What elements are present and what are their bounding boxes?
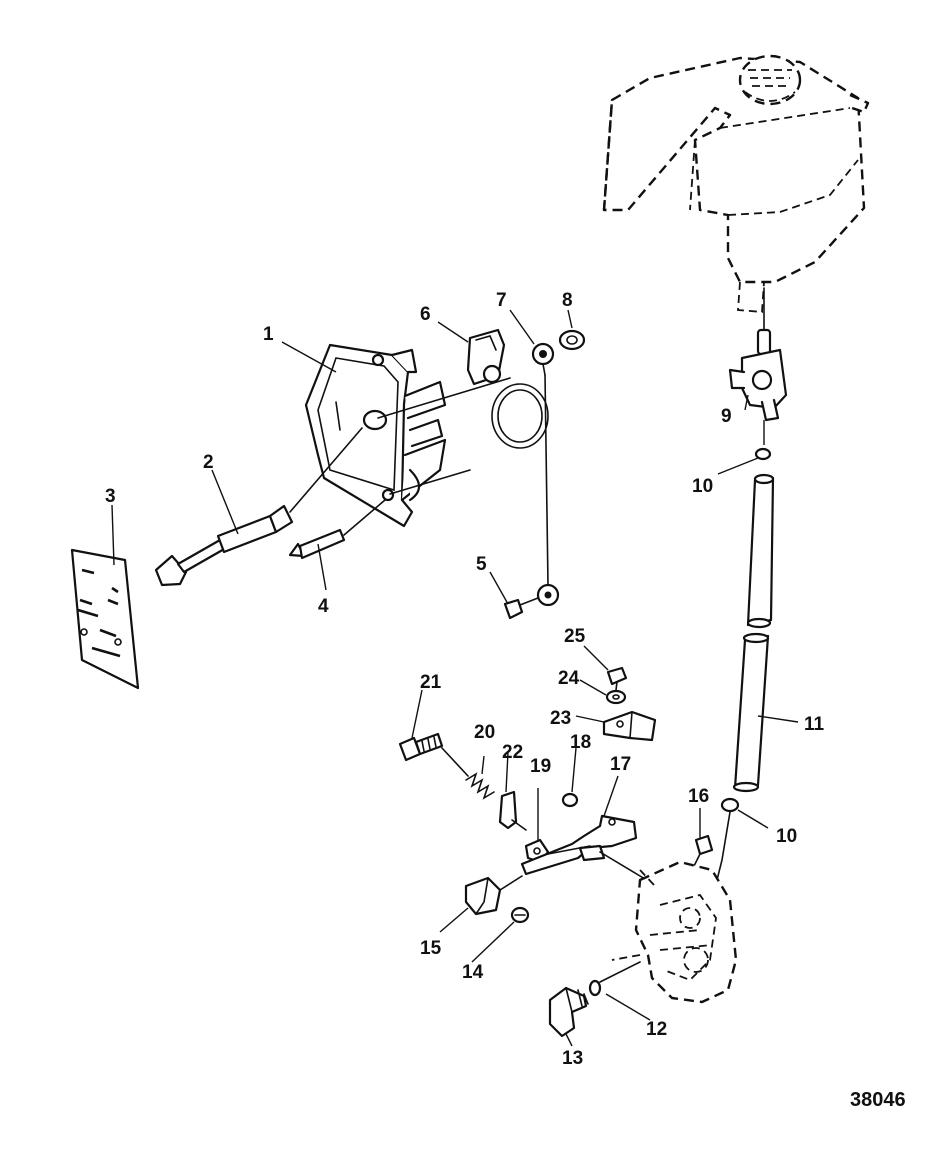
part-22-clip xyxy=(498,790,527,831)
callout-15: 15 xyxy=(420,938,442,959)
figure-number: 38046 xyxy=(850,1089,906,1111)
part-18-washer xyxy=(561,792,579,808)
part-24-washer xyxy=(605,689,627,705)
callout-25: 25 xyxy=(564,626,586,647)
callout-23: 23 xyxy=(550,708,571,729)
callout-4: 4 xyxy=(318,596,329,617)
part-11-fuel-hose xyxy=(732,632,770,793)
callout-13: 13 xyxy=(562,1048,583,1069)
part-23-bracket xyxy=(602,710,657,742)
callout-3: 3 xyxy=(105,486,116,507)
part-17-throttle-lever xyxy=(520,814,661,889)
part-15-knob xyxy=(464,875,523,916)
callout-1: 1 xyxy=(263,324,274,345)
part-20-spring xyxy=(441,747,495,800)
carburetor-assembly xyxy=(611,860,738,1004)
part-5-screw xyxy=(503,597,539,620)
part-16-plug xyxy=(691,834,714,871)
callout-24: 24 xyxy=(558,668,580,689)
part-1-mounting-bracket xyxy=(304,343,447,528)
callout-6: 6 xyxy=(420,304,431,325)
callout-16: 16 xyxy=(688,786,709,807)
callout-19: 19 xyxy=(530,756,551,777)
callout-18: 18 xyxy=(570,732,591,753)
callout-2: 2 xyxy=(203,452,214,473)
callout-14: 14 xyxy=(462,962,484,983)
callout-7: 7 xyxy=(496,290,507,311)
upper-fuel-hose xyxy=(746,473,775,629)
part-7-lanyard xyxy=(531,342,560,607)
fuel-tank xyxy=(602,54,870,313)
leader-lines xyxy=(111,309,799,1047)
part-10-hose-clip-upper xyxy=(754,420,772,461)
callout-22: 22 xyxy=(502,742,523,763)
callout-12: 12 xyxy=(646,1019,667,1040)
part-2-push-rod xyxy=(154,427,363,587)
callout-5: 5 xyxy=(476,554,487,575)
part-12-o-ring xyxy=(588,961,641,997)
part-8-nut xyxy=(558,329,586,351)
callout-17: 17 xyxy=(610,754,631,775)
part-4-screw xyxy=(288,499,386,560)
part-9-fuel-valve xyxy=(728,287,788,422)
part-3-decal-plate xyxy=(70,548,140,690)
callout-10-lower: 10 xyxy=(776,826,797,847)
callout-11: 11 xyxy=(804,714,825,735)
callout-8: 8 xyxy=(562,290,573,311)
part-25-screw xyxy=(606,666,628,691)
callout-9: 9 xyxy=(721,406,732,427)
part-13-elbow-fitting xyxy=(548,986,589,1038)
part-14-screw xyxy=(510,906,530,924)
callout-10-upper: 10 xyxy=(692,476,713,497)
callout-20: 20 xyxy=(474,722,495,743)
callout-21: 21 xyxy=(420,672,442,693)
callout-labels: 1 2 3 4 5 6 7 8 9 10 10 11 12 13 14 15 1… xyxy=(105,290,825,1069)
part-21-screw xyxy=(398,732,444,762)
part-6-wire-bracket xyxy=(377,328,549,495)
